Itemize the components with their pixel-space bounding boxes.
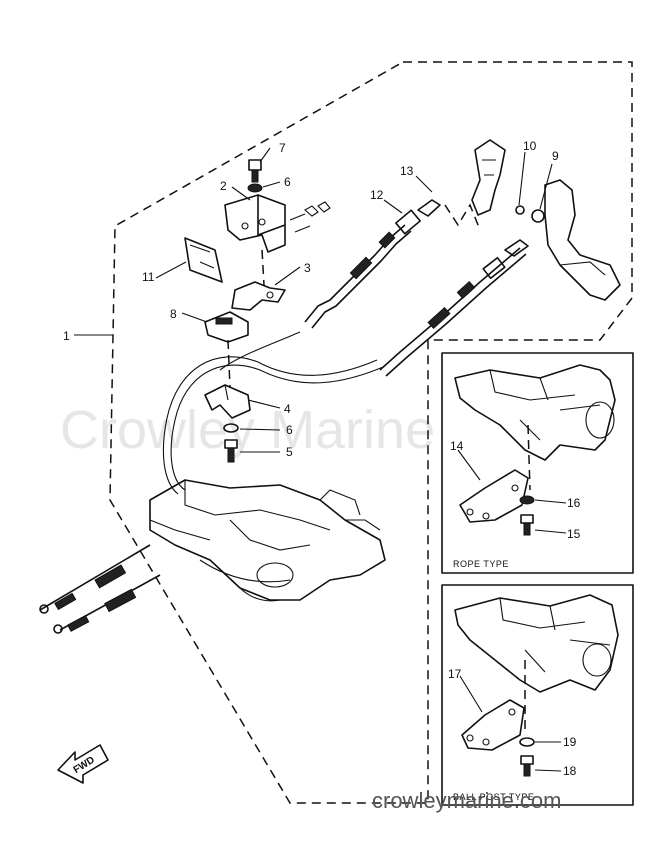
bracket-17: [461, 699, 525, 751]
inset-ball-post-drawing: [454, 594, 619, 777]
callout-6-top: 6: [284, 175, 291, 189]
watermark-center: Crowley Marine: [60, 400, 435, 460]
washer-19: [519, 737, 535, 747]
callout-16: 16: [567, 496, 581, 510]
engine-casing: [149, 479, 386, 602]
callout-12: 12: [370, 188, 384, 202]
callout-2: 2: [220, 179, 227, 193]
callout-8: 8: [170, 307, 177, 321]
callout-9: 9: [552, 149, 559, 163]
inset-rope-type-frame: [441, 352, 634, 574]
leader-lines: [74, 147, 567, 772]
bolt-15-head: [520, 514, 534, 524]
cable-routing: [162, 331, 384, 495]
callout-11: 11: [142, 270, 155, 284]
fwd-arrow-icon: FWD: [57, 744, 109, 784]
clip-small: [304, 201, 331, 217]
inset-rope-drawing: [454, 364, 616, 536]
rope-type-caption: ROPE TYPE: [453, 559, 509, 569]
clamp-4: [204, 339, 251, 419]
washer-16: [519, 495, 535, 505]
callout-15: 15: [567, 527, 581, 541]
callout-10: 10: [523, 139, 537, 153]
bracket-3: [231, 249, 286, 311]
throttle-linkage: [444, 139, 621, 301]
washer-6: [223, 423, 239, 433]
washer-6-top: [247, 183, 263, 193]
callout-18: 18: [563, 764, 577, 778]
bracket-2: [224, 194, 311, 253]
callout-13: 13: [400, 164, 414, 178]
callout-5: 5: [286, 445, 293, 459]
ball-post-type-caption: BALL POST TYPE: [453, 792, 534, 802]
inset-ball-post-type-frame: [441, 584, 634, 806]
clamp-8: [204, 311, 249, 343]
watermark-url: crowleymarine.com: [372, 788, 562, 813]
bolt-18-head: [520, 755, 534, 765]
lower-cable-ends: [39, 544, 161, 634]
cable-assembly-lower: [379, 239, 529, 377]
callout-17: 17: [448, 667, 462, 681]
callout-7: 7: [279, 141, 286, 155]
bolt-5: [224, 439, 238, 463]
plate-11: [184, 237, 223, 283]
callout-1: 1: [63, 329, 70, 343]
cable-assembly-12: [304, 199, 441, 329]
bolt-7: [248, 159, 262, 183]
bracket-14: [459, 469, 529, 523]
assembly-boundary: [109, 61, 633, 804]
bolt-15: [523, 522, 531, 536]
bolt-18: [523, 763, 531, 777]
callout-19: 19: [563, 735, 577, 749]
callout-6: 6: [286, 423, 293, 437]
callout-3: 3: [304, 261, 311, 275]
callout-4: 4: [284, 402, 291, 416]
callout-14: 14: [450, 439, 464, 453]
callouts: 1 2 3 4 5 6 6 7 8 9 10 11 12 13 14 15 16…: [63, 139, 581, 778]
